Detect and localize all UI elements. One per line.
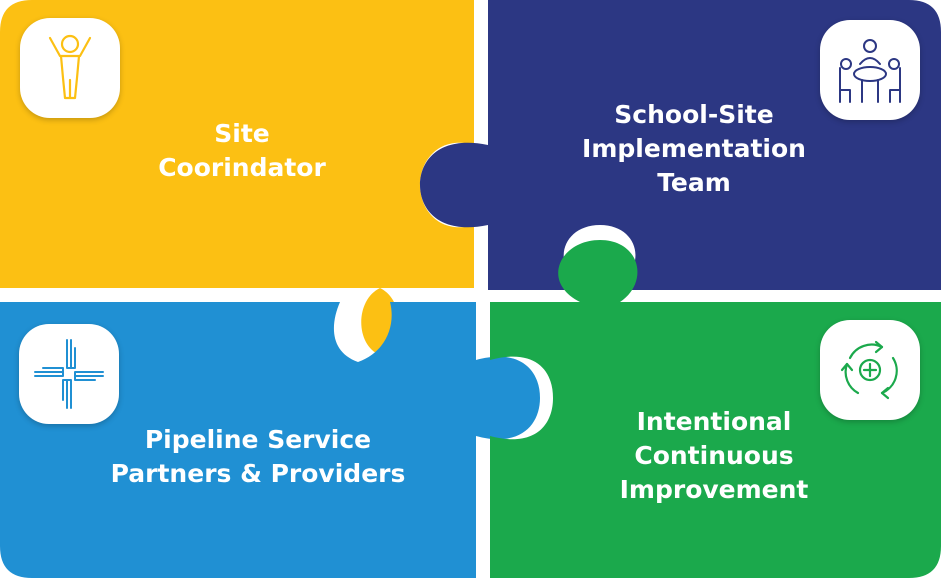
icon-card-continuous-improvement [820,320,920,420]
continuous-cycle-icon [840,340,898,400]
label-line: Partners & Providers [110,459,406,488]
label-line: Intentional [636,407,792,436]
puzzle-piece-bottom-left [0,302,540,578]
label-continuous-improvement: Intentional Continuous Improvement [620,405,809,507]
label-line: Coorindator [158,153,326,182]
label-line: School-Site [614,100,774,129]
label-line: Pipeline Service [144,425,372,454]
joined-hands-icon [34,339,104,409]
puzzle-piece-bottom-right [490,240,941,578]
label-site-coordinator: Site Coorindator [158,117,326,185]
label-line: Team [657,168,731,197]
label-pipeline-partners: Pipeline Service Partners & Providers [111,423,406,491]
person-celebrating-icon [48,34,92,100]
label-line: Site [214,119,270,148]
icon-card-school-site-team [820,20,920,120]
label-line: Improvement [619,475,809,504]
label-school-site-team: School-Site Implementation Team [582,98,806,200]
label-line: Continuous [634,441,794,470]
icon-card-pipeline-partners [19,324,119,424]
icon-card-site-coordinator [20,18,120,118]
label-line: Implementation [582,134,806,163]
puzzle-piece-top-right [420,0,941,290]
team-meeting-icon [839,39,901,103]
